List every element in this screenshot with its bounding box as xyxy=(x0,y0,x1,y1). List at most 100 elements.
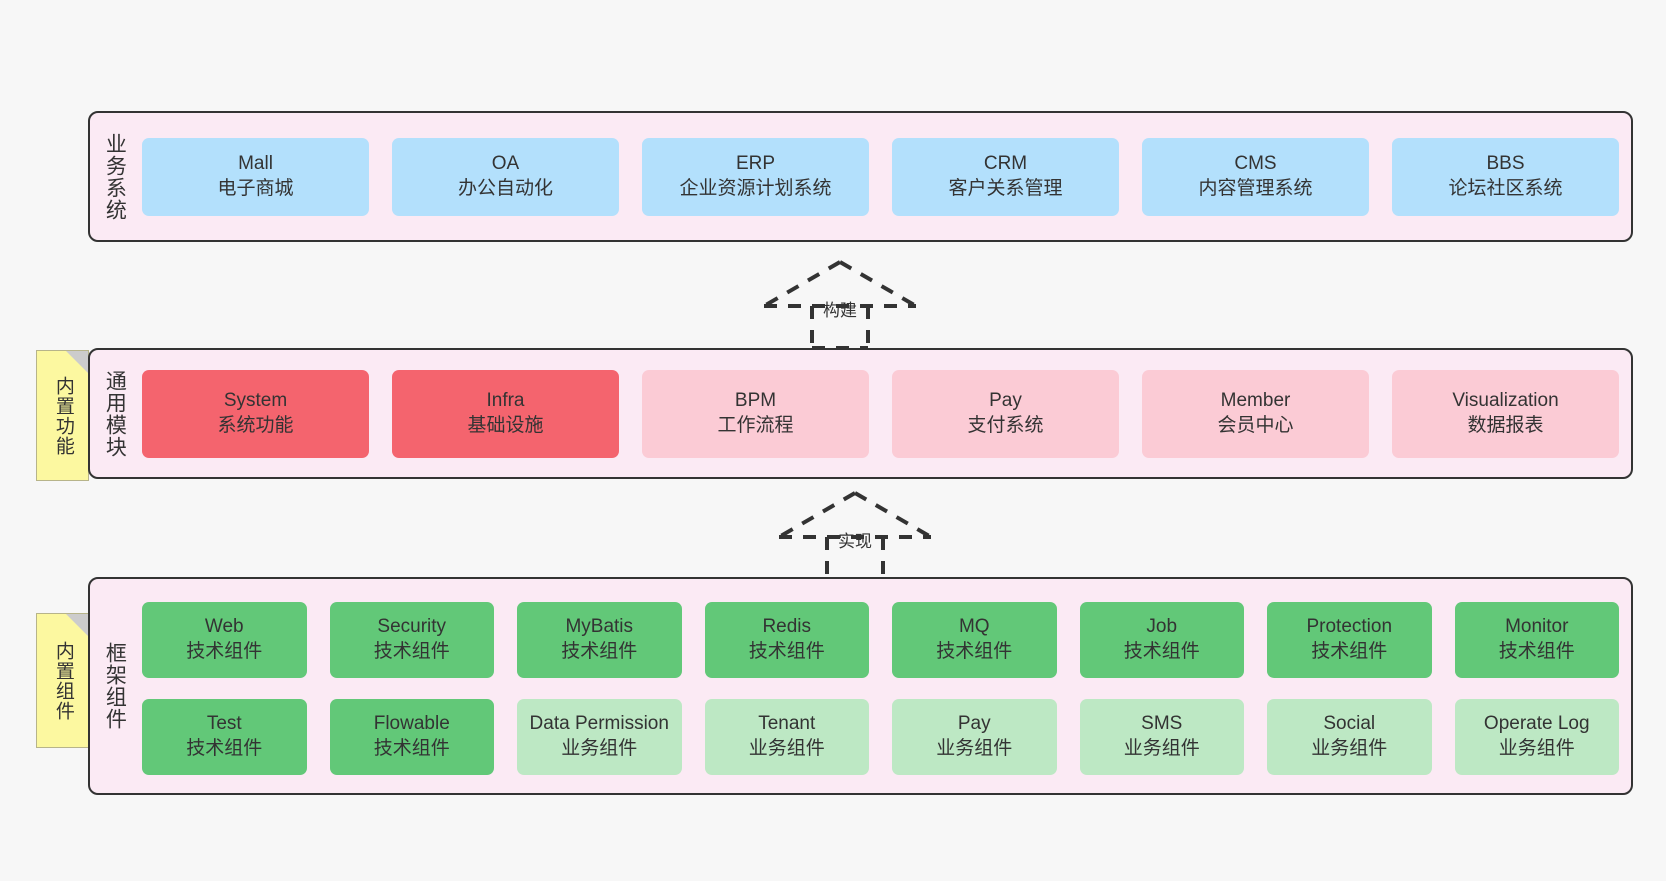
box-title-en: Data Permission xyxy=(529,712,669,734)
layer-common-module: 通用模块 System 系统功能 Infra 基础设施 BPM 工作流程 Pay… xyxy=(88,348,1633,479)
box-pay[interactable]: Pay 支付系统 xyxy=(892,369,1119,458)
note-builtin-component-label: 内置组件 xyxy=(52,640,74,721)
box-title-cn: 业务组件 xyxy=(936,737,1013,759)
box-bbs[interactable]: BBS 论坛社区系统 xyxy=(1392,137,1619,216)
box-title-cn: 业务组件 xyxy=(1311,737,1388,759)
box-web[interactable]: Web 技术组件 xyxy=(142,601,307,678)
box-system[interactable]: System 系统功能 xyxy=(142,369,369,458)
box-cms[interactable]: CMS 内容管理系统 xyxy=(1142,137,1369,216)
box-title-en: OA xyxy=(491,152,520,174)
arrow-implement: 实现 xyxy=(765,489,945,581)
box-title-en: System xyxy=(223,389,288,411)
box-mybatis[interactable]: MyBatis 技术组件 xyxy=(517,601,682,678)
box-title-cn: 办公自动化 xyxy=(457,177,553,199)
box-title-en: Pay xyxy=(989,389,1022,411)
box-bpm[interactable]: BPM 工作流程 xyxy=(642,369,869,458)
layer-business-system: 业务系统 Mall 电子商城 OA 办公自动化 ERP 企业资源计划系统 CRM… xyxy=(88,111,1633,242)
box-title-cn: 业务组件 xyxy=(561,737,638,759)
box-title-en: Security xyxy=(377,615,447,637)
box-title-en: Pay xyxy=(957,712,991,734)
box-title-en: Tenant xyxy=(758,712,816,734)
box-title-cn: 技术组件 xyxy=(561,640,638,662)
arrow-implement-label: 实现 xyxy=(838,532,872,551)
box-security[interactable]: Security 技术组件 xyxy=(329,601,494,678)
box-crm[interactable]: CRM 客户关系管理 xyxy=(892,137,1119,216)
note-builtin-function: 内置功能 xyxy=(36,350,89,481)
layer-body-common-module: System 系统功能 Infra 基础设施 BPM 工作流程 Pay 支付系统… xyxy=(138,350,1631,477)
box-title-en: MQ xyxy=(958,615,990,637)
note-builtin-function-label: 内置功能 xyxy=(52,375,74,456)
box-social[interactable]: Social 业务组件 xyxy=(1267,698,1432,775)
box-title-cn: 系统功能 xyxy=(217,414,294,436)
box-title-cn: 技术组件 xyxy=(1123,640,1200,662)
box-mall[interactable]: Mall 电子商城 xyxy=(142,137,369,216)
box-mq[interactable]: MQ 技术组件 xyxy=(892,601,1057,678)
box-job[interactable]: Job 技术组件 xyxy=(1079,601,1244,678)
box-title-cn: 技术组件 xyxy=(1498,640,1575,662)
box-title-en: Job xyxy=(1146,615,1178,637)
box-erp[interactable]: ERP 企业资源计划系统 xyxy=(642,137,869,216)
box-title-en: Monitor xyxy=(1505,615,1569,637)
box-title-cn: 论坛社区系统 xyxy=(1448,177,1563,199)
box-monitor[interactable]: Monitor 技术组件 xyxy=(1454,601,1619,678)
box-title-cn: 技术组件 xyxy=(1311,640,1388,662)
box-title-en: CRM xyxy=(983,152,1028,174)
box-test[interactable]: Test 技术组件 xyxy=(142,698,307,775)
box-title-en: Test xyxy=(206,712,242,734)
note-builtin-component: 内置组件 xyxy=(36,613,89,748)
layer-title-common-module: 通用模块 xyxy=(103,369,127,458)
box-title-en: Member xyxy=(1220,389,1291,411)
box-title-cn: 技术组件 xyxy=(936,640,1013,662)
box-title-cn: 业务组件 xyxy=(1123,737,1200,759)
box-title-cn: 业务组件 xyxy=(748,737,825,759)
box-title-en: CMS xyxy=(1234,152,1277,174)
box-title-en: Web xyxy=(204,615,244,637)
box-title-en: Social xyxy=(1323,712,1376,734)
box-title-en: Operate Log xyxy=(1483,712,1590,734)
box-title-en: Mall xyxy=(238,152,273,174)
box-title-cn: 技术组件 xyxy=(373,737,450,759)
box-title-cn: 技术组件 xyxy=(748,640,825,662)
box-title-en: BBS xyxy=(1486,152,1525,174)
box-title-en: MyBatis xyxy=(565,615,634,637)
box-title-cn: 技术组件 xyxy=(186,640,263,662)
box-tenant[interactable]: Tenant 业务组件 xyxy=(704,698,869,775)
layer-body-business-system: Mall 电子商城 OA 办公自动化 ERP 企业资源计划系统 CRM 客户关系… xyxy=(138,113,1631,240)
box-pay-business[interactable]: Pay 业务组件 xyxy=(892,698,1057,775)
box-title-en: ERP xyxy=(735,152,776,174)
box-title-cn: 业务组件 xyxy=(1498,737,1575,759)
box-title-en: Visualization xyxy=(1452,389,1559,411)
box-title-cn: 技术组件 xyxy=(186,737,263,759)
box-title-cn: 工作流程 xyxy=(717,414,794,436)
box-operate-log[interactable]: Operate Log 业务组件 xyxy=(1454,698,1619,775)
box-sms[interactable]: SMS 业务组件 xyxy=(1079,698,1244,775)
box-title-cn: 电子商城 xyxy=(217,177,294,199)
layer-title-business-system: 业务系统 xyxy=(103,132,127,221)
box-row: Web 技术组件 Security 技术组件 MyBatis 技术组件 Redi… xyxy=(142,601,1619,678)
box-title-cn: 内容管理系统 xyxy=(1198,177,1313,199)
box-data-permission[interactable]: Data Permission 业务组件 xyxy=(517,698,682,775)
box-title-cn: 基础设施 xyxy=(467,414,544,436)
arrow-build: 构建 xyxy=(750,258,930,350)
box-title-cn: 技术组件 xyxy=(373,640,450,662)
box-title-en: Redis xyxy=(762,615,812,637)
box-row: Test 技术组件 Flowable 技术组件 Data Permission … xyxy=(142,698,1619,775)
box-title-en: BPM xyxy=(734,389,777,411)
box-redis[interactable]: Redis 技术组件 xyxy=(704,601,869,678)
box-protection[interactable]: Protection 技术组件 xyxy=(1267,601,1432,678)
layer-title-framework-component: 框架组件 xyxy=(103,642,127,730)
box-oa[interactable]: OA 办公自动化 xyxy=(392,137,619,216)
box-member[interactable]: Member 会员中心 xyxy=(1142,369,1369,458)
box-title-cn: 支付系统 xyxy=(967,414,1044,436)
box-title-cn: 会员中心 xyxy=(1217,414,1294,436)
layer-body-framework-component: Web 技术组件 Security 技术组件 MyBatis 技术组件 Redi… xyxy=(138,579,1631,793)
box-title-cn: 数据报表 xyxy=(1467,414,1544,436)
box-flowable[interactable]: Flowable 技术组件 xyxy=(329,698,494,775)
box-visualization[interactable]: Visualization 数据报表 xyxy=(1392,369,1619,458)
box-row: System 系统功能 Infra 基础设施 BPM 工作流程 Pay 支付系统… xyxy=(142,369,1619,458)
box-title-en: SMS xyxy=(1141,712,1183,734)
box-row: Mall 电子商城 OA 办公自动化 ERP 企业资源计划系统 CRM 客户关系… xyxy=(142,137,1619,216)
box-title-cn: 企业资源计划系统 xyxy=(679,177,832,199)
box-infra[interactable]: Infra 基础设施 xyxy=(392,369,619,458)
